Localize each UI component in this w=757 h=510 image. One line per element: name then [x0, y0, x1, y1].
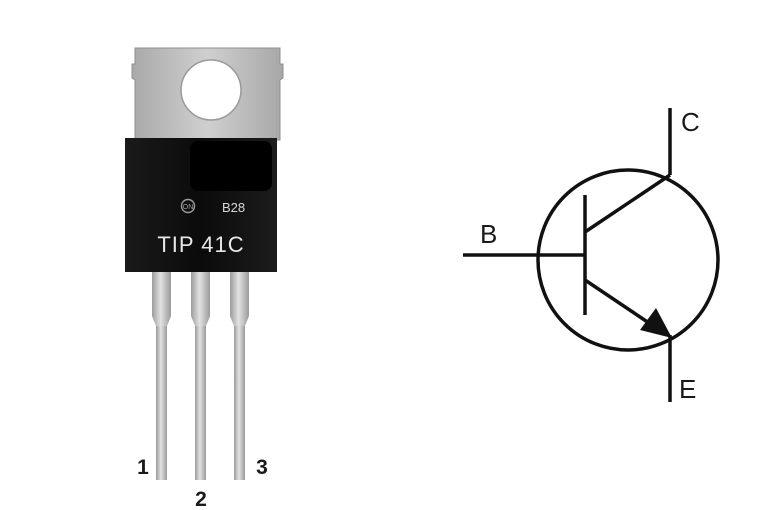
npn-transistor-symbol	[463, 108, 720, 402]
lead-3	[230, 272, 249, 480]
collector-diagonal	[584, 173, 671, 234]
pin-label-2: 2	[195, 488, 207, 510]
marking-code: B28	[222, 200, 245, 215]
collector-label: C	[681, 107, 700, 137]
pin-label-3: 3	[256, 456, 268, 479]
lead-2	[191, 272, 210, 480]
lead-1	[152, 272, 171, 480]
svg-text:ON: ON	[183, 204, 194, 211]
obscured-logo	[190, 141, 272, 191]
mounting-hole	[180, 59, 242, 121]
part-number: TIP 41C	[157, 232, 244, 257]
to220-package: ON B28 TIP 41C 1 2 3	[125, 47, 284, 510]
emitter-label: E	[679, 374, 696, 404]
emitter-arrow-head	[640, 308, 672, 338]
symbol-envelope-circle	[536, 168, 720, 352]
base-label: B	[480, 219, 497, 249]
manufacturer-logo: ON	[180, 198, 196, 214]
pin-label-1: 1	[137, 456, 149, 479]
emitter-diagonal	[584, 278, 653, 327]
